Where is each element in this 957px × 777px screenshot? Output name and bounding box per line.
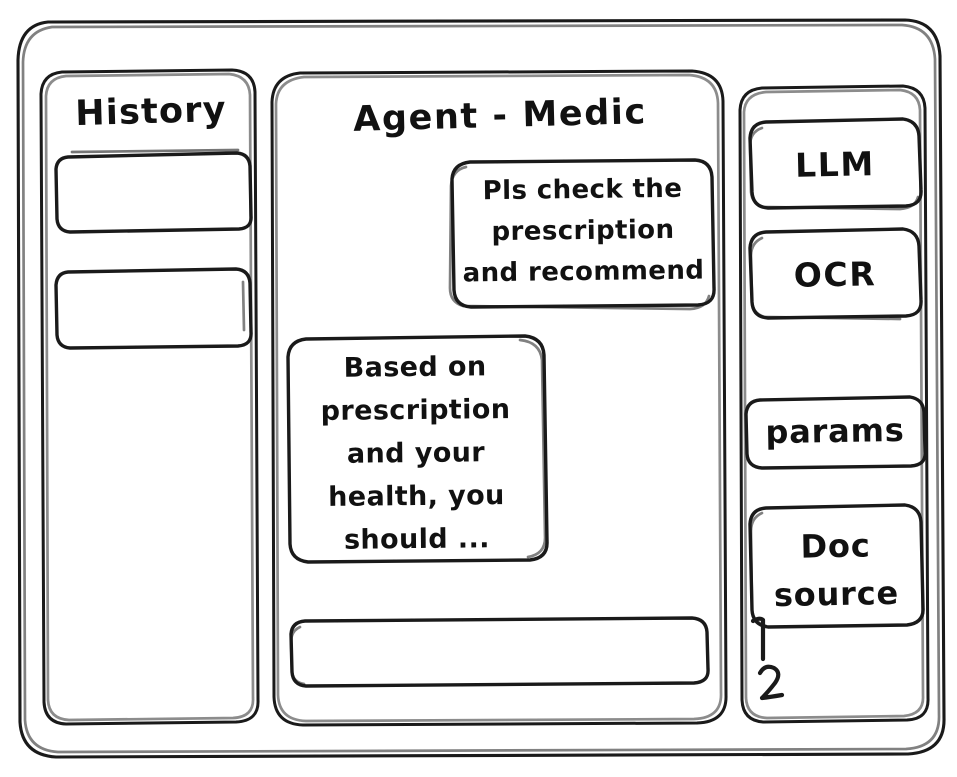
message-input[interactable] <box>291 618 709 686</box>
user-message <box>452 160 714 308</box>
tool-params-button[interactable] <box>746 397 926 468</box>
history-item-1[interactable] <box>56 152 252 232</box>
tool-doc-source-button[interactable] <box>750 505 924 627</box>
agent-message <box>288 336 548 562</box>
tool-ocr-button[interactable] <box>750 229 922 318</box>
tool-llm-button[interactable] <box>750 119 922 208</box>
history-item-2[interactable] <box>56 268 252 348</box>
